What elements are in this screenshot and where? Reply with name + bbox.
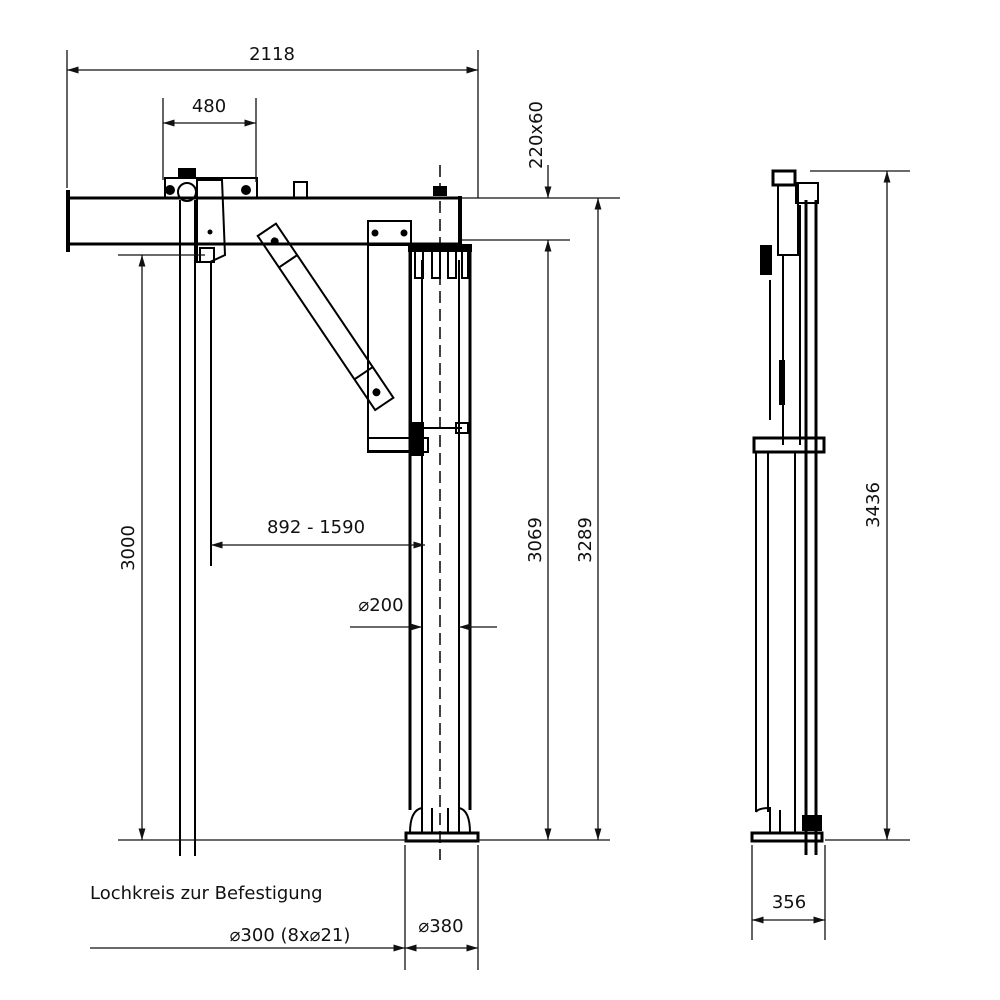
dim-trolley-width: 480 (192, 96, 226, 117)
dim-hook-height: 3000 (118, 525, 139, 571)
dim-reach-range: 892 - 1590 (267, 517, 365, 538)
trolley (164, 168, 308, 263)
bolt-circle-title: Lochkreis zur Befestigung (90, 883, 323, 904)
diagonal-brace (256, 222, 395, 412)
front-view (66, 165, 480, 860)
dim-overall-height: 3436 (863, 482, 884, 528)
dim-beam-profile: 220x60 (526, 101, 547, 169)
mounting-plate (367, 220, 412, 452)
column-base (404, 806, 480, 843)
dim-column-height: 3069 (525, 517, 546, 563)
column (408, 165, 472, 860)
dim-column-diameter: ⌀200 (358, 595, 403, 616)
bolt-circle-value: ⌀300 (8x⌀21) (230, 925, 351, 946)
dim-overall-width: 2118 (249, 44, 295, 65)
dim-total-height: 3289 (575, 517, 596, 563)
dim-side-depth: 356 (772, 892, 806, 913)
end-stop (293, 181, 308, 199)
dimensions: 2118 480 220x60 3069 3289 3000 892 - 159… (66, 44, 910, 970)
dim-base-diameter: ⌀380 (418, 916, 463, 937)
side-view (750, 169, 826, 855)
